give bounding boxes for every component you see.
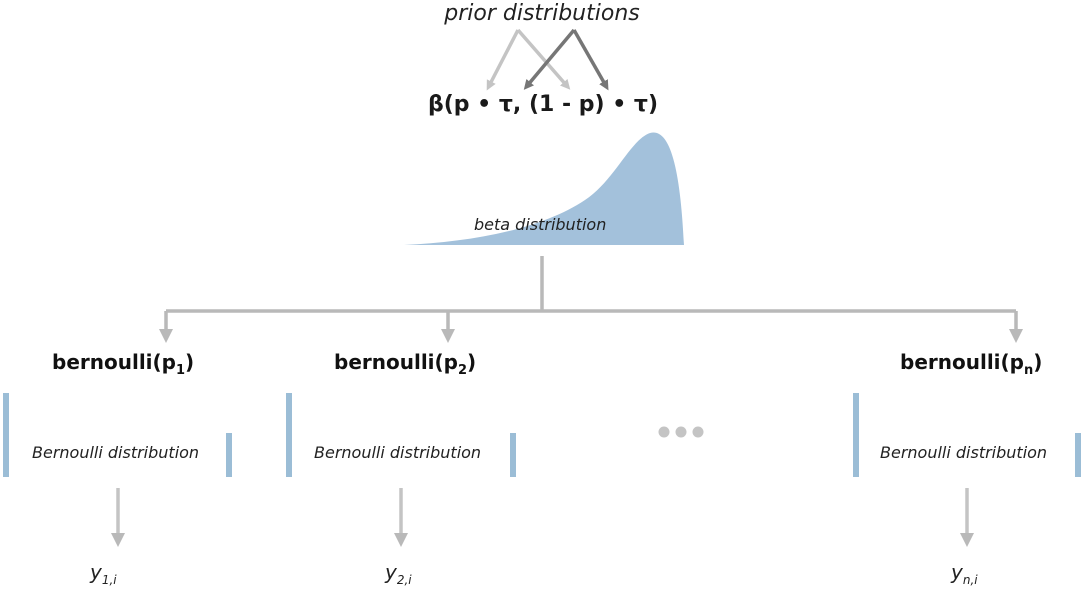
bernoulli-node-n-title: bernoulli(pn) (900, 350, 1043, 378)
output-variable-n: yn,i (951, 560, 978, 587)
bernoulli-node-1-title: bernoulli(p1) (52, 350, 195, 378)
ellipsis-dots (658, 426, 704, 438)
bernoulli-bars-1 (3, 393, 232, 477)
prior-distributions-label: prior distributions (444, 1, 640, 26)
bernoulli-node-1-label: Bernoulli distribution (32, 443, 200, 462)
prior-arrows-dark (523, 28, 609, 91)
output-variable-1: y1,i (90, 560, 117, 587)
bernoulli-node-2-label: Bernoulli distribution (314, 443, 482, 462)
prior-arrow-light-1 (486, 29, 520, 91)
output-variable-2: y2,i (385, 560, 412, 587)
ellipsis-text: ••• (656, 418, 691, 442)
bernoulli-node-n-label: Bernoulli distribution (880, 443, 1048, 462)
output-arrows (111, 488, 974, 547)
bernoulli-node-2-title: bernoulli(p2) (334, 350, 477, 378)
tree-connector (159, 256, 1023, 343)
bernoulli-bars-n (853, 393, 1081, 477)
prior-arrow-dark-1 (523, 28, 576, 90)
beta-distribution-curve (404, 132, 684, 245)
beta-distribution-label: beta distribution (474, 215, 607, 234)
prior-arrow-dark-2 (572, 29, 609, 91)
prior-arrow-light-2 (516, 28, 571, 90)
beta-formula: β(p • τ, (1 - p) • τ) (427, 92, 659, 117)
bernoulli-bars-2 (286, 393, 516, 477)
prior-arrows-light (486, 28, 571, 91)
